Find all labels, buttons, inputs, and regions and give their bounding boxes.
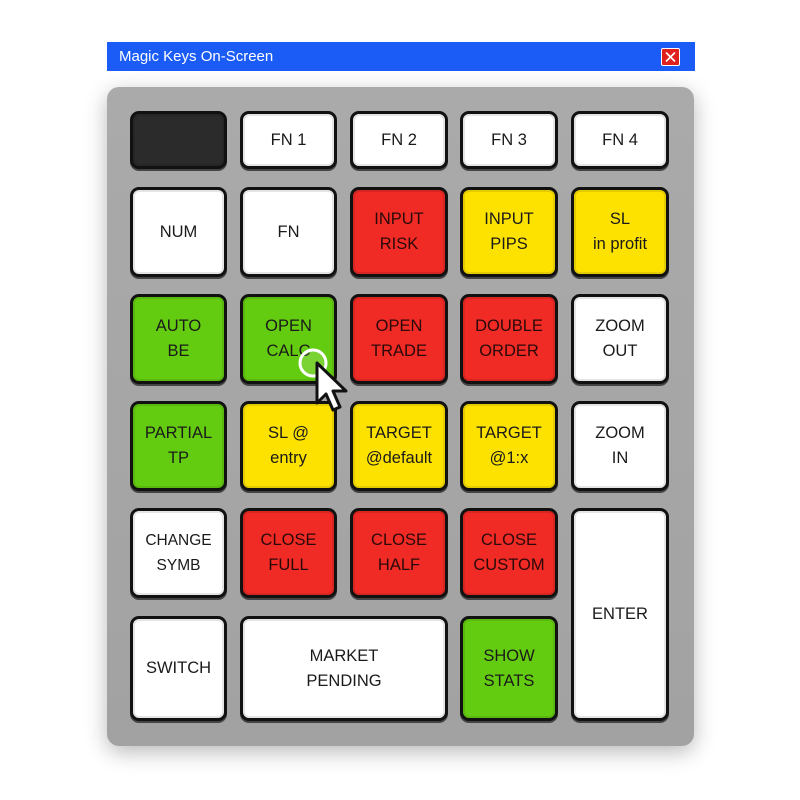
fn4-key[interactable]: FN 4 xyxy=(571,111,669,169)
open-calc-key-label: OPEN CALC xyxy=(265,317,312,360)
change-symb-key[interactable]: CHANGE SYMB xyxy=(130,508,227,598)
close-custom-key[interactable]: CLOSE CUSTOM xyxy=(460,508,558,598)
fn4-key-label: FN 4 xyxy=(602,130,638,149)
auto-be-key[interactable]: AUTO BE xyxy=(130,294,227,384)
zoom-in-key[interactable]: ZOOM IN xyxy=(571,401,669,491)
open-trade-key-label: OPEN TRADE xyxy=(371,317,427,360)
enter-key[interactable]: ENTER xyxy=(571,508,669,721)
close-full-key-label: CLOSE FULL xyxy=(260,531,317,574)
input-pips-key[interactable]: INPUT PIPS xyxy=(460,187,558,277)
sl-in-profit-key-label: SL in profit xyxy=(592,210,648,253)
show-stats-key[interactable]: SHOW STATS xyxy=(460,616,558,721)
target-default-key[interactable]: TARGET @default xyxy=(350,401,448,491)
fn1-key[interactable]: FN 1 xyxy=(240,111,337,169)
close-button[interactable] xyxy=(661,48,680,66)
fn3-key[interactable]: FN 3 xyxy=(460,111,558,169)
open-calc-key[interactable]: OPEN CALC xyxy=(240,294,337,384)
input-pips-key-label: INPUT PIPS xyxy=(484,210,534,253)
double-order-key[interactable]: DOUBLE ORDER xyxy=(460,294,558,384)
zoom-out-key-label: ZOOM OUT xyxy=(595,317,645,360)
input-risk-key-label: INPUT RISK xyxy=(374,210,424,253)
partial-tp-key[interactable]: PARTIAL TP xyxy=(130,401,227,491)
close-half-key-label: CLOSE HALF xyxy=(371,531,427,574)
market-pending-key-label: MARKET PENDING xyxy=(306,646,382,690)
title-bar[interactable]: Magic Keys On-Screen xyxy=(107,42,695,71)
sl-at-entry-key[interactable]: SL @ entry xyxy=(240,401,337,491)
fn2-key-label: FN 2 xyxy=(381,130,417,149)
num-key-label: NUM xyxy=(159,222,198,241)
double-order-key-label: DOUBLE ORDER xyxy=(475,317,543,360)
target-1x-key[interactable]: TARGET @1:x xyxy=(460,401,558,491)
target-default-key-label: TARGET @default xyxy=(365,424,433,467)
partial-tp-key-label: PARTIAL TP xyxy=(144,424,213,467)
close-half-key[interactable]: CLOSE HALF xyxy=(350,508,448,598)
show-stats-key-label: SHOW STATS xyxy=(483,646,535,690)
sl-at-entry-key-label: SL @ entry xyxy=(268,424,309,467)
fn3-key-label: FN 3 xyxy=(491,130,527,149)
fn-key-label: FN xyxy=(277,222,300,241)
market-pending-key[interactable]: MARKET PENDING xyxy=(240,616,448,721)
change-symb-key-label: CHANGE SYMB xyxy=(145,532,212,574)
num-key[interactable]: NUM xyxy=(130,187,227,277)
fn1-key-label: FN 1 xyxy=(270,130,307,149)
close-custom-key-label: CLOSE CUSTOM xyxy=(473,531,545,574)
target-1x-key-label: TARGET @1:x xyxy=(476,424,542,467)
input-risk-key[interactable]: INPUT RISK xyxy=(350,187,448,277)
blank-key[interactable] xyxy=(130,111,227,169)
zoom-in-key-label: ZOOM IN xyxy=(595,424,645,467)
open-trade-key[interactable]: OPEN TRADE xyxy=(350,294,448,384)
close-full-key[interactable]: CLOSE FULL xyxy=(240,508,337,598)
auto-be-key-label: AUTO BE xyxy=(155,317,202,360)
fn-key[interactable]: FN xyxy=(240,187,337,277)
switch-key[interactable]: SWITCH xyxy=(130,616,227,721)
keypad: FN 1 FN 2 FN 3 FN 4 NUM FN INPUT RISK IN… xyxy=(107,87,694,746)
fn2-key[interactable]: FN 2 xyxy=(350,111,448,169)
sl-in-profit-key[interactable]: SL in profit xyxy=(571,187,669,277)
zoom-out-key[interactable]: ZOOM OUT xyxy=(571,294,669,384)
close-icon xyxy=(665,52,676,62)
switch-key-label: SWITCH xyxy=(145,659,212,677)
window-title: Magic Keys On-Screen xyxy=(119,48,274,65)
enter-key-label: ENTER xyxy=(592,605,648,623)
